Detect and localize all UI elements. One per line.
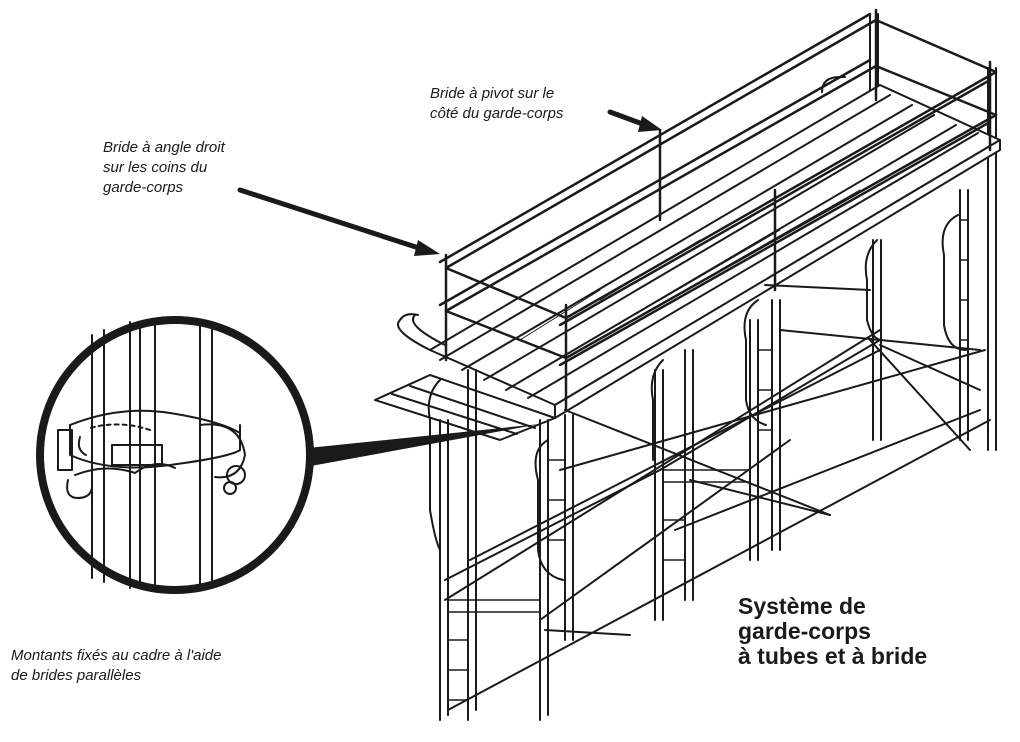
callout-line: sur les coins du <box>103 159 208 176</box>
arrowheads <box>414 116 662 256</box>
guardrails <box>438 8 998 412</box>
callout-swivel-clamp: Bride à pivot sur le côté du garde-corps <box>430 84 563 124</box>
magnifier-leader <box>300 424 540 468</box>
callout-right-angle-clamp: Bride à angle droit sur les coins du gar… <box>103 138 225 198</box>
callout-parallel-clamps: Montants fixés au cadre à l'aide de brid… <box>11 646 221 686</box>
magnifier-detail <box>36 316 314 594</box>
diagram-title: Système de garde-corps à tubes et à brid… <box>738 594 927 669</box>
callout-line: côté du garde-corps <box>430 105 564 122</box>
platform-deck <box>374 84 1001 441</box>
cross-braces <box>444 284 991 711</box>
callout-line: Bride à pivot sur le <box>430 85 555 102</box>
callout-arrows <box>237 109 651 253</box>
title-line: à tubes et à bride <box>738 643 928 669</box>
front-frames <box>427 219 969 721</box>
callout-line: garde-corps <box>103 179 184 196</box>
callout-line: Montants fixés au cadre à l'aide <box>11 647 222 664</box>
title-line: garde-corps <box>738 618 871 644</box>
title-line: Système de <box>738 593 866 619</box>
callout-line: de brides parallèles <box>11 667 142 684</box>
back-frame <box>821 13 997 451</box>
callout-line: Bride à angle droit <box>103 139 225 156</box>
